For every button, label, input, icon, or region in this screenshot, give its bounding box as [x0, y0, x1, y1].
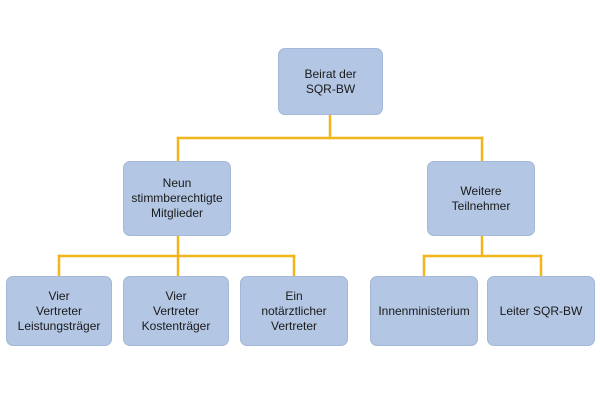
- node-stimmberechtigte-mitglieder: Neun stimmberechtigte Mitglieder: [123, 161, 231, 236]
- node-vertreter-kostentraeger: Vier Vertreter Kostenträger: [123, 276, 229, 346]
- node-leiter-sqr-bw: Leiter SQR-BW: [487, 276, 595, 346]
- node-notaerztlicher-vertreter-label: Ein notärztlicher Vertreter: [261, 288, 327, 333]
- node-notaerztlicher-vertreter: Ein notärztlicher Vertreter: [240, 276, 348, 346]
- node-stimmberechtigte-mitglieder-label: Neun stimmberechtigte Mitglieder: [131, 176, 223, 220]
- node-beirat-label: Beirat der SQR-BW: [304, 66, 357, 96]
- node-innenministerium: Innenministerium: [370, 276, 478, 346]
- node-innenministerium-label: Innenministerium: [378, 303, 470, 318]
- node-beirat: Beirat der SQR-BW: [278, 48, 383, 115]
- node-weitere-teilnehmer-label: Weitere Teilnehmer: [451, 183, 511, 213]
- node-vertreter-leistungstraeger-label: Vier Vertreter Leistungsträger: [17, 288, 101, 333]
- node-weitere-teilnehmer: Weitere Teilnehmer: [427, 161, 535, 236]
- node-vertreter-kostentraeger-label: Vier Vertreter Kostenträger: [141, 288, 211, 333]
- node-leiter-sqr-bw-label: Leiter SQR-BW: [499, 303, 583, 318]
- node-vertreter-leistungstraeger: Vier Vertreter Leistungsträger: [6, 276, 112, 346]
